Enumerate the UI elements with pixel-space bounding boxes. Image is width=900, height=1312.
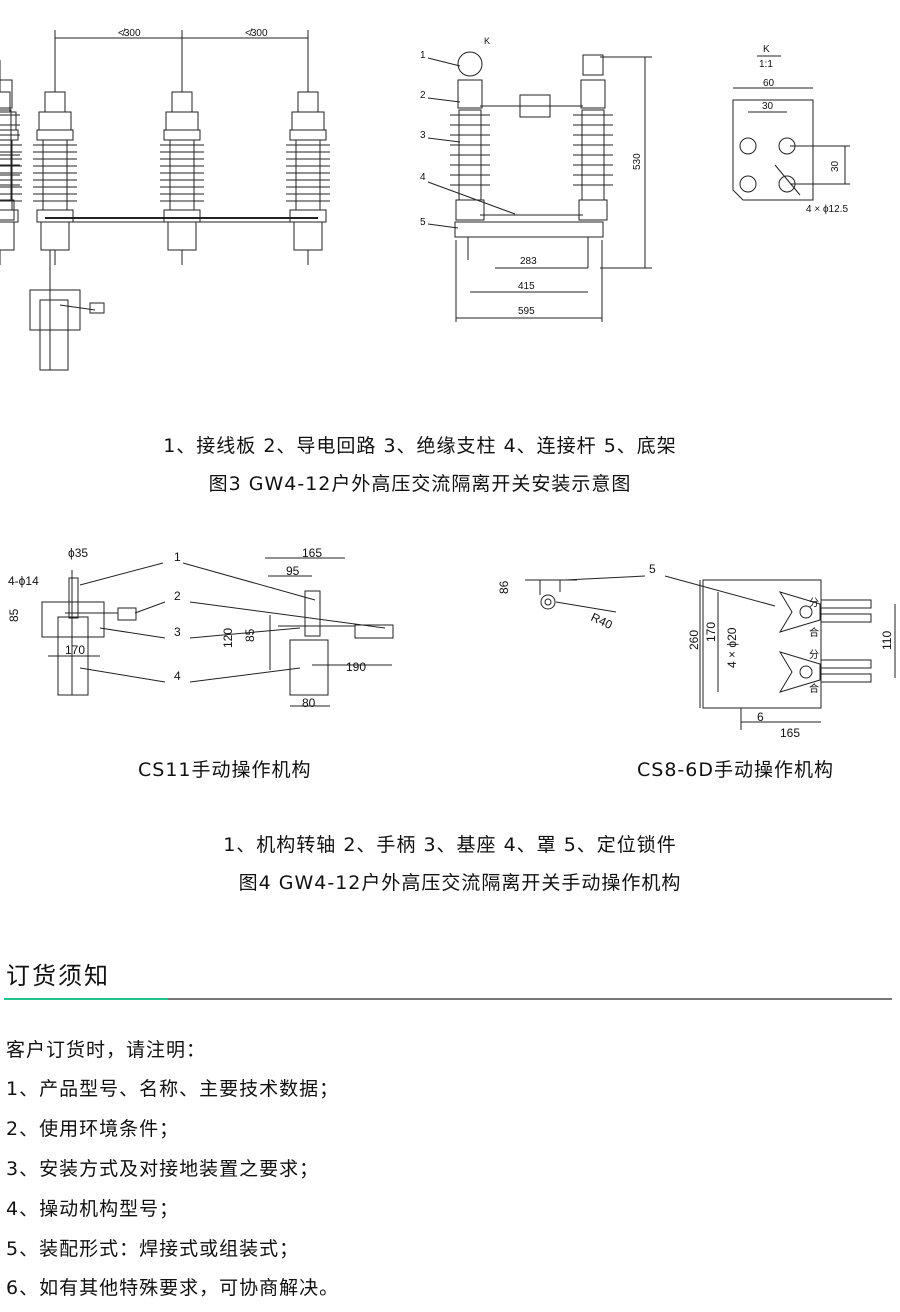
dim-label: 260	[687, 630, 701, 650]
ordering-item: 6、如有其他特殊要求，可协商解决。	[6, 1277, 340, 1299]
dim-label: 85	[7, 608, 21, 622]
part-number: 3	[174, 625, 181, 639]
ordering-intro: 客户订货时，请注明：	[6, 1039, 207, 1061]
figure4-drawing: ϕ35 4-ϕ14 85 170 165 95 120 85 190 80 1 …	[7, 546, 896, 740]
part-number: 1	[174, 550, 181, 564]
ordering-item: 5、装配形式：焊接式或组装式；	[6, 1238, 300, 1260]
part-number: 4	[420, 172, 426, 183]
dim-label: 6	[757, 710, 764, 724]
dim-label: 165	[302, 546, 322, 560]
dim-label: 283	[520, 256, 537, 267]
part-number: 4	[174, 669, 181, 683]
dim-label: 165	[780, 726, 800, 740]
dim-label: 80	[302, 696, 316, 710]
side-view	[0, 51, 652, 322]
dim-label: ≮300	[118, 27, 141, 39]
position-mark: 合	[809, 626, 819, 639]
dim-label: 415	[518, 281, 535, 292]
section-divider	[4, 998, 892, 1000]
position-mark: 合	[809, 682, 819, 695]
position-mark: 分	[809, 597, 819, 609]
dim-label: 595	[518, 306, 535, 317]
section-heading: 订货须知	[6, 962, 110, 990]
detail-k-view	[732, 55, 850, 201]
detail-scale: 1:1	[759, 59, 773, 70]
dim-label: 110	[880, 631, 894, 650]
figure3-drawing: ≮300 ≮300 1 2 3 4 5 K 530 283 415 595	[0, 27, 850, 371]
part-number: 2	[420, 90, 426, 101]
dim-label: 30	[830, 160, 841, 172]
figure3-legend: 1、接线板 2、导电回路 3、绝缘支柱 4、连接杆 5、底架	[163, 435, 677, 457]
dim-label: 95	[286, 564, 300, 578]
three-pole-view	[0, 30, 331, 371]
cs8-label: CS8-6D手动操作机构	[637, 759, 834, 781]
ordering-item: 4、操动机构型号；	[6, 1198, 180, 1220]
figure3-caption: 图3 GW4-12户外高压交流隔离开关安装示意图	[208, 473, 632, 495]
dim-label: 4 × ϕ20	[725, 627, 739, 668]
cs8-view	[525, 575, 896, 730]
dim-label: 4-ϕ14	[8, 574, 39, 588]
dim-label: 170	[65, 643, 85, 657]
detail-label: K	[484, 36, 490, 46]
section-divider-accent	[4, 998, 168, 1000]
dim-label: 85	[243, 628, 257, 642]
dim-label: 60	[763, 78, 775, 89]
figure4-legend: 1、机构转轴 2、手柄 3、基座 4、罩 5、定位锁件	[223, 834, 677, 856]
part-number: 3	[420, 130, 426, 141]
detail-title: K	[763, 44, 770, 55]
dim-label: 530	[632, 153, 643, 170]
part-number: 1	[420, 50, 426, 61]
dim-label: ≮300	[245, 27, 268, 39]
dim-label: 120	[221, 628, 235, 648]
ordering-item: 3、安装方式及对接地装置之要求；	[6, 1158, 320, 1180]
dim-label: 4 × ϕ12.5	[806, 204, 848, 215]
dim-label: ϕ35	[68, 546, 88, 560]
part-number: 5	[649, 562, 656, 576]
cs11-view	[41, 557, 394, 707]
figure4-caption: 图4 GW4-12户外高压交流隔离开关手动操作机构	[238, 872, 682, 894]
position-mark: 分	[809, 649, 819, 661]
ordering-item: 2、使用环境条件；	[6, 1118, 180, 1140]
dim-label: 190	[346, 660, 366, 674]
part-number: 2	[174, 589, 181, 603]
ordering-item: 1、产品型号、名称、主要技术数据；	[6, 1078, 340, 1100]
dim-label: 170	[704, 622, 718, 642]
dim-label: 30	[762, 101, 774, 112]
dim-label: 86	[497, 580, 511, 594]
cs11-label: CS11手动操作机构	[138, 759, 312, 781]
part-number: 5	[420, 217, 426, 228]
dim-label: R40	[589, 610, 615, 632]
